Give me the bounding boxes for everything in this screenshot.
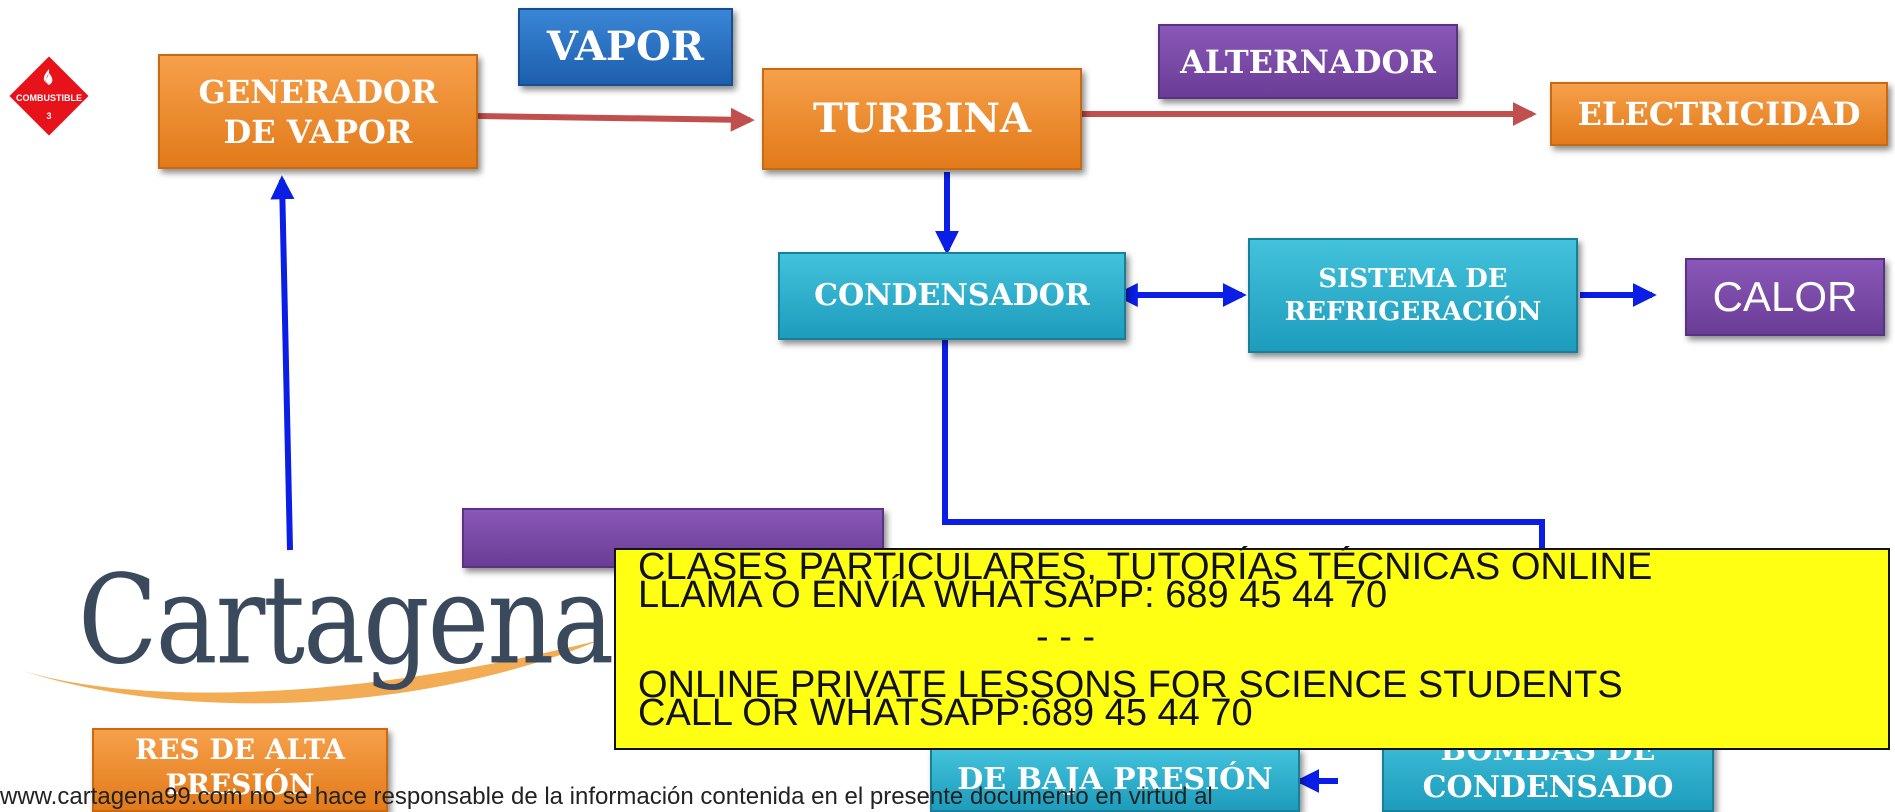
node-calor: CALOR (1685, 258, 1885, 336)
node-bombas-de-baja-presion: DE BAJA PRESIÓN (930, 748, 1300, 812)
bombas-baja-label: DE BAJA PRESIÓN (957, 762, 1273, 798)
combustible-number: 3 (46, 111, 51, 121)
logo-swoosh (20, 584, 600, 704)
bombas-alta-line1: RES DE ALTA (134, 733, 346, 766)
advert-banner: CLASES PARTICULARES, TUTORÍAS TÉCNICAS O… (614, 548, 1890, 750)
node-alternador: ALTERNADOR (1158, 24, 1458, 99)
banner-line4: CALL OR WHATSAPP:689 45 44 70 (638, 692, 1253, 734)
condensador-label: CONDENSADOR (814, 278, 1090, 314)
combustible-warning-icon: COMBUSTIBLE 3 (8, 55, 90, 137)
arrow-bombas-generador (270, 175, 295, 551)
generador-line2: DE VAPOR (223, 112, 413, 151)
alternador-label: ALTERNADOR (1180, 42, 1436, 81)
node-bombas-de-alta-presion: RES DE ALTA PRESIÓN (92, 728, 388, 812)
banner-line3: ONLINE PRIVATE LESSONS FOR SCIENCE STUDE… (638, 664, 1623, 706)
node-turbina: TURBINA (762, 68, 1082, 170)
node-sistema-de-refrigeracion: SISTEMA DE REFRIGERACIÓN (1248, 238, 1578, 353)
refrigeracion-line1: SISTEMA DE (1318, 264, 1508, 294)
node-vapor: VAPOR (518, 8, 733, 86)
bombas-alta-line2: PRESIÓN (165, 768, 315, 801)
vapor-label: VAPOR (546, 23, 705, 70)
refrigeracion-line2: REFRIGERACIÓN (1284, 296, 1542, 327)
bombas-condensado-line2: CONDENSADO (1422, 770, 1674, 805)
turbina-label: TURBINA (812, 95, 1031, 142)
banner-line2: LLAMA O ENVÍA WHATSAPP: 689 45 44 70 (638, 574, 1388, 616)
electricidad-label: ELECTRICIDAD (1577, 95, 1861, 133)
arrow-generador-turbina (477, 107, 755, 132)
line-condensador-bombas (942, 340, 1545, 548)
banner-line1: CLASES PARTICULARES, TUTORÍAS TÉCNICAS O… (638, 546, 1653, 588)
combustible-label: COMBUSTIBLE (16, 93, 82, 103)
node-electricidad: ELECTRICIDAD (1550, 82, 1888, 146)
banner-separator: - - - (1036, 616, 1096, 658)
generador-line1: GENERADOR (198, 72, 438, 111)
node-generador-de-vapor: GENERADOR DE VAPOR (158, 54, 478, 169)
calor-label: CALOR (1712, 272, 1858, 320)
node-condensador: CONDENSADOR (778, 252, 1126, 340)
footer-disclaimer: www.cartagena99.com no se hace responsab… (0, 783, 1213, 810)
